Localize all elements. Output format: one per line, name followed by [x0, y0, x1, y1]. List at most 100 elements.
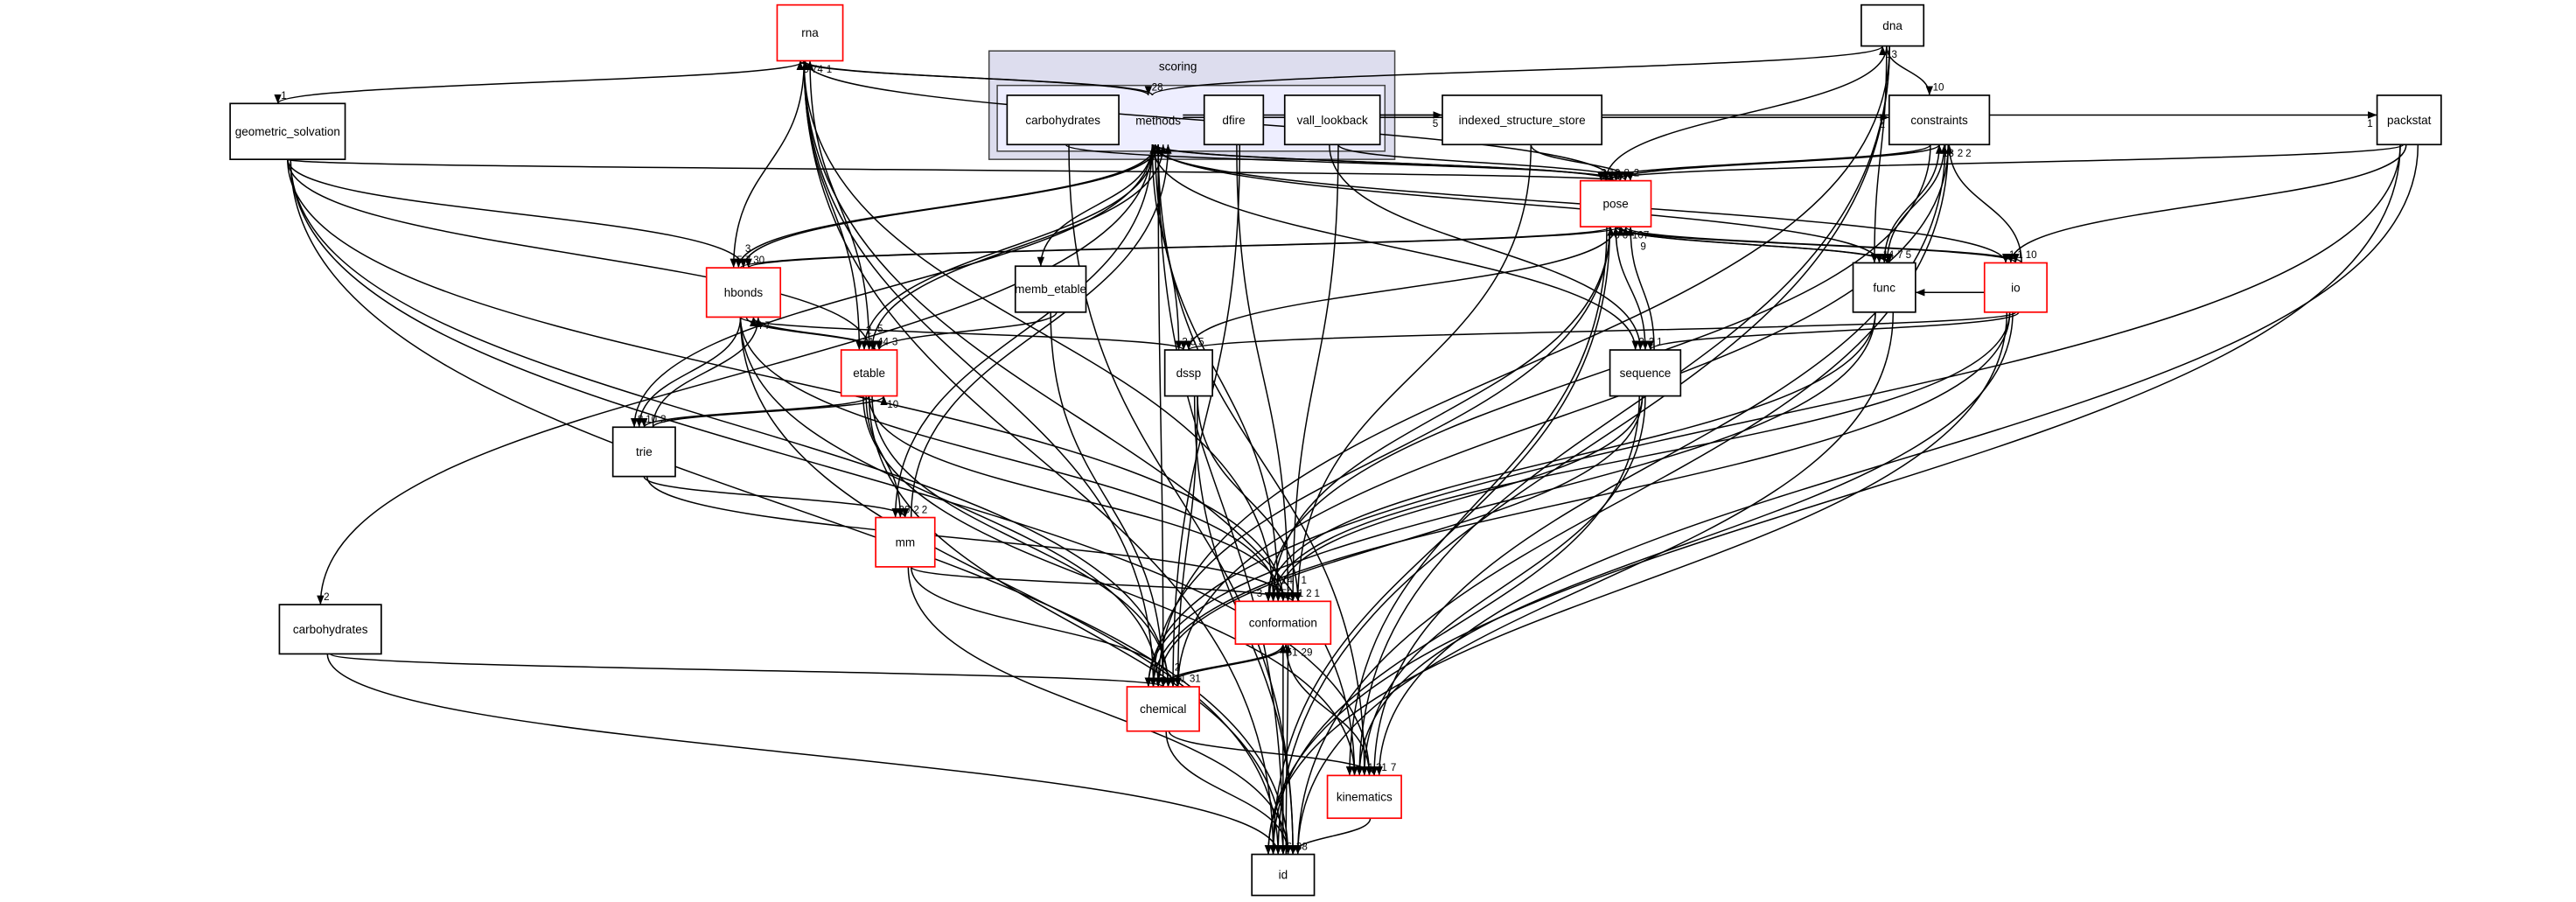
- edge-line[interactable]: [1154, 395, 1644, 687]
- edge-line[interactable]: [1155, 144, 1883, 263]
- node-carb_in-box[interactable]: [1006, 94, 1120, 146]
- edge-label[interactable]: 5: [1433, 118, 1438, 129]
- edge-packstat-to-chemical[interactable]: [1144, 144, 2401, 687]
- node-geometric_solvation[interactable]: geometric_solvation: [229, 102, 346, 161]
- edge-label[interactable]: 5: [1198, 337, 1204, 348]
- edge-line[interactable]: [1149, 311, 2011, 687]
- edge-line[interactable]: [1622, 226, 2022, 264]
- node-chemical[interactable]: chemical: [1126, 686, 1200, 732]
- node-dssp[interactable]: dssp: [1163, 349, 1213, 397]
- edge-line[interactable]: [910, 144, 1172, 518]
- edge-line[interactable]: [326, 654, 1282, 855]
- edge-line[interactable]: [1154, 45, 1890, 687]
- edge-line[interactable]: [1269, 311, 2011, 602]
- edge-vall_lookback-to-conformation[interactable]: [1288, 144, 1339, 602]
- edge-memb_etable-to-etable[interactable]: [875, 311, 1058, 351]
- edge-label[interactable]: 5: [1190, 337, 1196, 348]
- edge-mm-to-chemical[interactable]: [910, 566, 1177, 687]
- edge-methods-to-rna[interactable]: [796, 59, 1154, 96]
- edge-constraints-to-pose[interactable]: [1597, 143, 1931, 182]
- node-func-box[interactable]: [1852, 262, 1916, 313]
- edge-line[interactable]: [1288, 144, 1339, 602]
- edge-etable-to-rna[interactable]: [806, 60, 870, 351]
- edge-label[interactable]: 1: [1368, 762, 1373, 773]
- edge-line[interactable]: [871, 395, 1172, 687]
- edge-methods-to-id[interactable]: [1157, 144, 1288, 855]
- node-io[interactable]: io: [1983, 262, 2048, 313]
- edge-label[interactable]: 8: [638, 414, 643, 425]
- node-constraints-box[interactable]: [1888, 94, 1991, 146]
- edge-line[interactable]: [1144, 311, 1876, 687]
- edge-line[interactable]: [1151, 45, 1887, 96]
- edge-line[interactable]: [1616, 226, 1888, 264]
- edge-packstat-to-kinematics[interactable]: [1375, 144, 2419, 776]
- edge-label[interactable]: 1: [1167, 148, 1172, 159]
- edge-label[interactable]: 3: [745, 243, 750, 255]
- node-dfire-box[interactable]: [1203, 94, 1265, 146]
- edge-line[interactable]: [860, 144, 1156, 351]
- edge-line[interactable]: [1294, 311, 1895, 855]
- node-kinematics-box[interactable]: [1326, 774, 1402, 820]
- edge-line[interactable]: [1356, 311, 2014, 776]
- node-id-box[interactable]: [1251, 853, 1316, 897]
- edge-label[interactable]: 13: [1267, 584, 1279, 596]
- edge-dssp-to-pose[interactable]: [1188, 227, 1620, 351]
- node-carb_out-box[interactable]: [278, 604, 382, 655]
- node-sequence-box[interactable]: [1609, 349, 1682, 397]
- edge-rna-to-id[interactable]: [803, 60, 1277, 855]
- edge-methods-to-sequence[interactable]: [1151, 144, 1639, 351]
- edge-etable-to-conformation[interactable]: [868, 395, 1288, 602]
- edge-label[interactable]: 30: [753, 255, 764, 266]
- edge-label[interactable]: 38: [1296, 841, 1308, 852]
- edge-line[interactable]: [1149, 227, 1611, 687]
- edge-hbonds-to-dssp[interactable]: [739, 316, 1188, 351]
- node-chemical-box[interactable]: [1126, 686, 1200, 732]
- edge-line[interactable]: [739, 316, 1188, 351]
- node-etable[interactable]: etable: [840, 349, 898, 397]
- edge-chemical-to-id[interactable]: [1165, 731, 1292, 855]
- edge-packstat-to-io[interactable]: [2007, 144, 2407, 263]
- edge-label[interactable]: 2: [1634, 167, 1639, 178]
- edge-label[interactable]: 8: [1156, 148, 1162, 159]
- edge-line[interactable]: [875, 311, 1058, 351]
- edge-line[interactable]: [1188, 227, 1620, 351]
- edge-line[interactable]: [652, 395, 888, 428]
- edge-label[interactable]: 13: [1886, 49, 1897, 60]
- edge-line[interactable]: [868, 395, 1288, 855]
- edge-line[interactable]: [739, 317, 1282, 602]
- edge-line[interactable]: [274, 59, 806, 104]
- edge-line[interactable]: [1264, 144, 1931, 602]
- edge-line[interactable]: [868, 395, 1288, 602]
- edge-line[interactable]: [1037, 144, 1154, 267]
- edge-methods-to-memb_etable[interactable]: [1037, 144, 1154, 267]
- edge-pose-to-methods[interactable]: [1149, 143, 1614, 182]
- edge-label[interactable]: 1: [2009, 249, 2014, 261]
- edge-line[interactable]: [290, 159, 1172, 687]
- edge-geometric_solvation-to-hbonds[interactable]: [287, 159, 748, 269]
- edge-label[interactable]: 6: [1623, 230, 1628, 241]
- node-conformation-box[interactable]: [1234, 600, 1332, 646]
- edge-line[interactable]: [739, 317, 1162, 687]
- edge-label[interactable]: 1: [2367, 118, 2372, 129]
- edge-methods-to-carb_out[interactable]: [317, 144, 1154, 605]
- edge-label[interactable]: 3: [1257, 588, 1262, 599]
- edge-line[interactable]: [1602, 143, 2405, 182]
- edge-sequence-to-id[interactable]: [1269, 395, 1640, 855]
- edge-label[interactable]: 8: [1624, 167, 1630, 178]
- edge-label[interactable]: 9: [804, 64, 809, 75]
- edge-label[interactable]: 29: [1302, 647, 1313, 659]
- edge-label[interactable]: 21: [862, 337, 874, 348]
- edge-pose-to-id[interactable]: [1269, 227, 1611, 855]
- edge-line[interactable]: [290, 159, 1373, 776]
- edge-dna-to-constraints[interactable]: [1886, 45, 1934, 95]
- edge-line[interactable]: [1151, 144, 1639, 351]
- node-carb_out[interactable]: carbohydrates: [278, 604, 382, 655]
- edge-line[interactable]: [287, 159, 748, 269]
- edge-carb_in-to-id[interactable]: [1068, 144, 1297, 855]
- edge-carb_out-to-chemical[interactable]: [329, 653, 1167, 688]
- edge-label[interactable]: 2: [1601, 167, 1606, 178]
- node-mm[interactable]: mm: [875, 516, 936, 568]
- edge-trie-to-mm[interactable]: [643, 476, 910, 518]
- edge-line[interactable]: [640, 395, 870, 428]
- edge-kinematics-to-id[interactable]: [1288, 818, 1372, 855]
